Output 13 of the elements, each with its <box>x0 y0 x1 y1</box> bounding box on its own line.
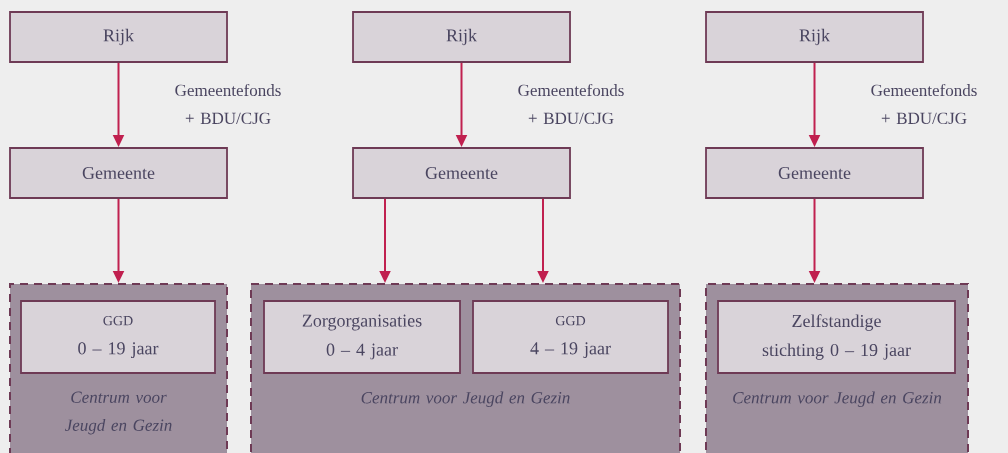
edge-label: Gemeentefonds + BDU/CJG <box>175 83 281 125</box>
label-box: Zelfstandige stichting 0 – 19 jaar <box>717 300 956 374</box>
label-box: Gemeente <box>352 147 571 199</box>
label-box: Rijk <box>705 11 924 63</box>
label-box: Zorgorganisaties 0 – 4 jaar <box>263 300 461 374</box>
edge-label: Gemeentefonds + BDU/CJG <box>518 83 624 125</box>
label-box: GGD 0 – 19 jaar <box>20 300 216 374</box>
label-box: GGD 4 – 19 jaar <box>472 300 669 374</box>
label-box: Rijk <box>9 11 228 63</box>
label-box: Gemeente <box>9 147 228 199</box>
edge-label: Gemeentefonds + BDU/CJG <box>871 83 977 125</box>
label-box: Gemeente <box>705 147 924 199</box>
label-box: Rijk <box>352 11 571 63</box>
